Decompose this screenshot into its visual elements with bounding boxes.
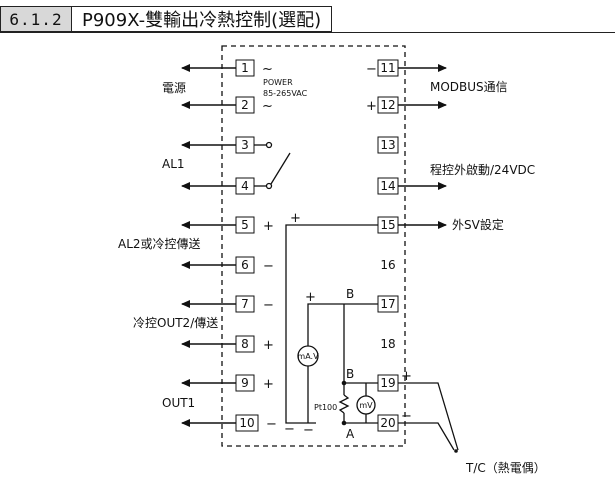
pt100-b-top: B (346, 287, 354, 301)
terminal-2-number: 2 (241, 98, 249, 112)
pt100-b-mid: B (346, 367, 354, 381)
ext-sv-plus: + (290, 211, 301, 226)
ma-meter-label: mA.V (297, 352, 319, 361)
label-al2: AL2或冷控傳送 (118, 236, 201, 251)
ma-minus: − (303, 423, 314, 438)
mv-meter (356, 395, 376, 415)
tc-plus: + (401, 369, 412, 384)
label-al1: AL1 (162, 157, 185, 171)
ac-symbol-2: ~ (262, 99, 273, 114)
terminal-7-number: 7 (241, 297, 249, 311)
label-power: 電源 (162, 81, 186, 95)
terminal-numbers: 1 2 3 4 5 6 7 8 9 10 11 12 13 14 15 16 1… (239, 61, 395, 430)
terminal-8 (235, 335, 255, 353)
terminal-10 (235, 414, 259, 432)
terminal-16-number: 16 (380, 258, 395, 272)
terminal-20-number: 20 (380, 416, 395, 430)
right-leads (396, 64, 447, 229)
ma-meter (297, 345, 319, 367)
terminal-19-number: 19 (380, 376, 395, 390)
ma-plus: + (305, 290, 316, 305)
label-modbus: MODBUS通信 (430, 80, 508, 94)
terminal-14-number: 14 (380, 179, 395, 193)
left-leads (181, 64, 236, 427)
terminal-1-number: 1 (241, 61, 249, 75)
terminal-15-number: 15 (380, 218, 395, 232)
controller-outline (221, 45, 406, 447)
thermocouple-junction (454, 449, 458, 453)
terminal-3-number: 3 (241, 138, 249, 152)
terminal-9 (235, 374, 255, 392)
terminal-4-number: 4 (241, 179, 249, 193)
section-number: 6.1.2 (0, 6, 72, 32)
tc-minus: − (401, 409, 412, 424)
junction-a (341, 420, 347, 426)
terminal-boxes (235, 59, 399, 432)
sign-9: + (263, 377, 274, 392)
terminal-14 (377, 177, 399, 195)
terminal-6 (235, 256, 255, 274)
terminal-6-number: 6 (241, 258, 249, 272)
sign-6: − (263, 259, 274, 274)
left-polarity-signs: + − − + + − − + (263, 62, 377, 432)
section-title: P909X-雙輸出冷熱控制(選配) (72, 6, 333, 32)
terminal-8-number: 8 (241, 337, 249, 351)
ac-symbol-1: ~ (262, 62, 273, 77)
ext-sv-wiring (285, 224, 378, 424)
label-out1: OUT1 (162, 396, 195, 410)
power-spec-line-1: POWER (263, 78, 293, 87)
terminal-13 (377, 136, 399, 154)
terminal-18-number: 18 (380, 337, 395, 351)
sign-5: + (263, 219, 274, 234)
thermocouple-wiring (398, 382, 459, 451)
ext-sv-minus: − (284, 422, 295, 437)
terminal-10-number: 10 (239, 416, 254, 430)
sign-10: − (266, 417, 277, 432)
sign-12: + (366, 99, 377, 114)
terminal-2 (235, 96, 255, 114)
terminal-5-number: 5 (241, 218, 249, 232)
terminal-17-number: 17 (380, 297, 395, 311)
label-ext-sv: 外SV設定 (452, 217, 504, 232)
ma-input-wiring (307, 303, 378, 423)
terminal-12-number: 12 (380, 98, 395, 112)
terminal-11 (377, 59, 399, 77)
terminal-11-number: 11 (380, 61, 395, 75)
terminal-12 (377, 96, 399, 114)
mv-meter-label: mV (359, 401, 373, 410)
pt100-a: A (346, 427, 355, 441)
label-thermocouple: T/C（熱電偶） (465, 461, 546, 475)
label-ext-start: 程控外啟動/24VDC (430, 162, 535, 177)
terminal-5 (235, 216, 255, 234)
sign-7: − (263, 298, 274, 313)
junction-b (341, 380, 347, 386)
header-rule (0, 32, 615, 33)
power-spec-line-2: 85-265VAC (263, 89, 308, 98)
terminal-7 (235, 295, 255, 313)
al1-relay-contact (254, 141, 291, 190)
terminal-9-number: 9 (241, 376, 249, 390)
section-header: 6.1.2 P909X-雙輸出冷熱控制(選配) (0, 6, 333, 32)
terminal-13-number: 13 (380, 138, 395, 152)
label-cold-out2: 冷控OUT2/傳送 (133, 315, 218, 330)
sign-8: + (263, 338, 274, 353)
pt100-label: Pt100 (314, 403, 337, 412)
terminal-1 (235, 59, 255, 77)
sign-11: − (366, 62, 377, 77)
pt100-wiring (338, 304, 378, 424)
